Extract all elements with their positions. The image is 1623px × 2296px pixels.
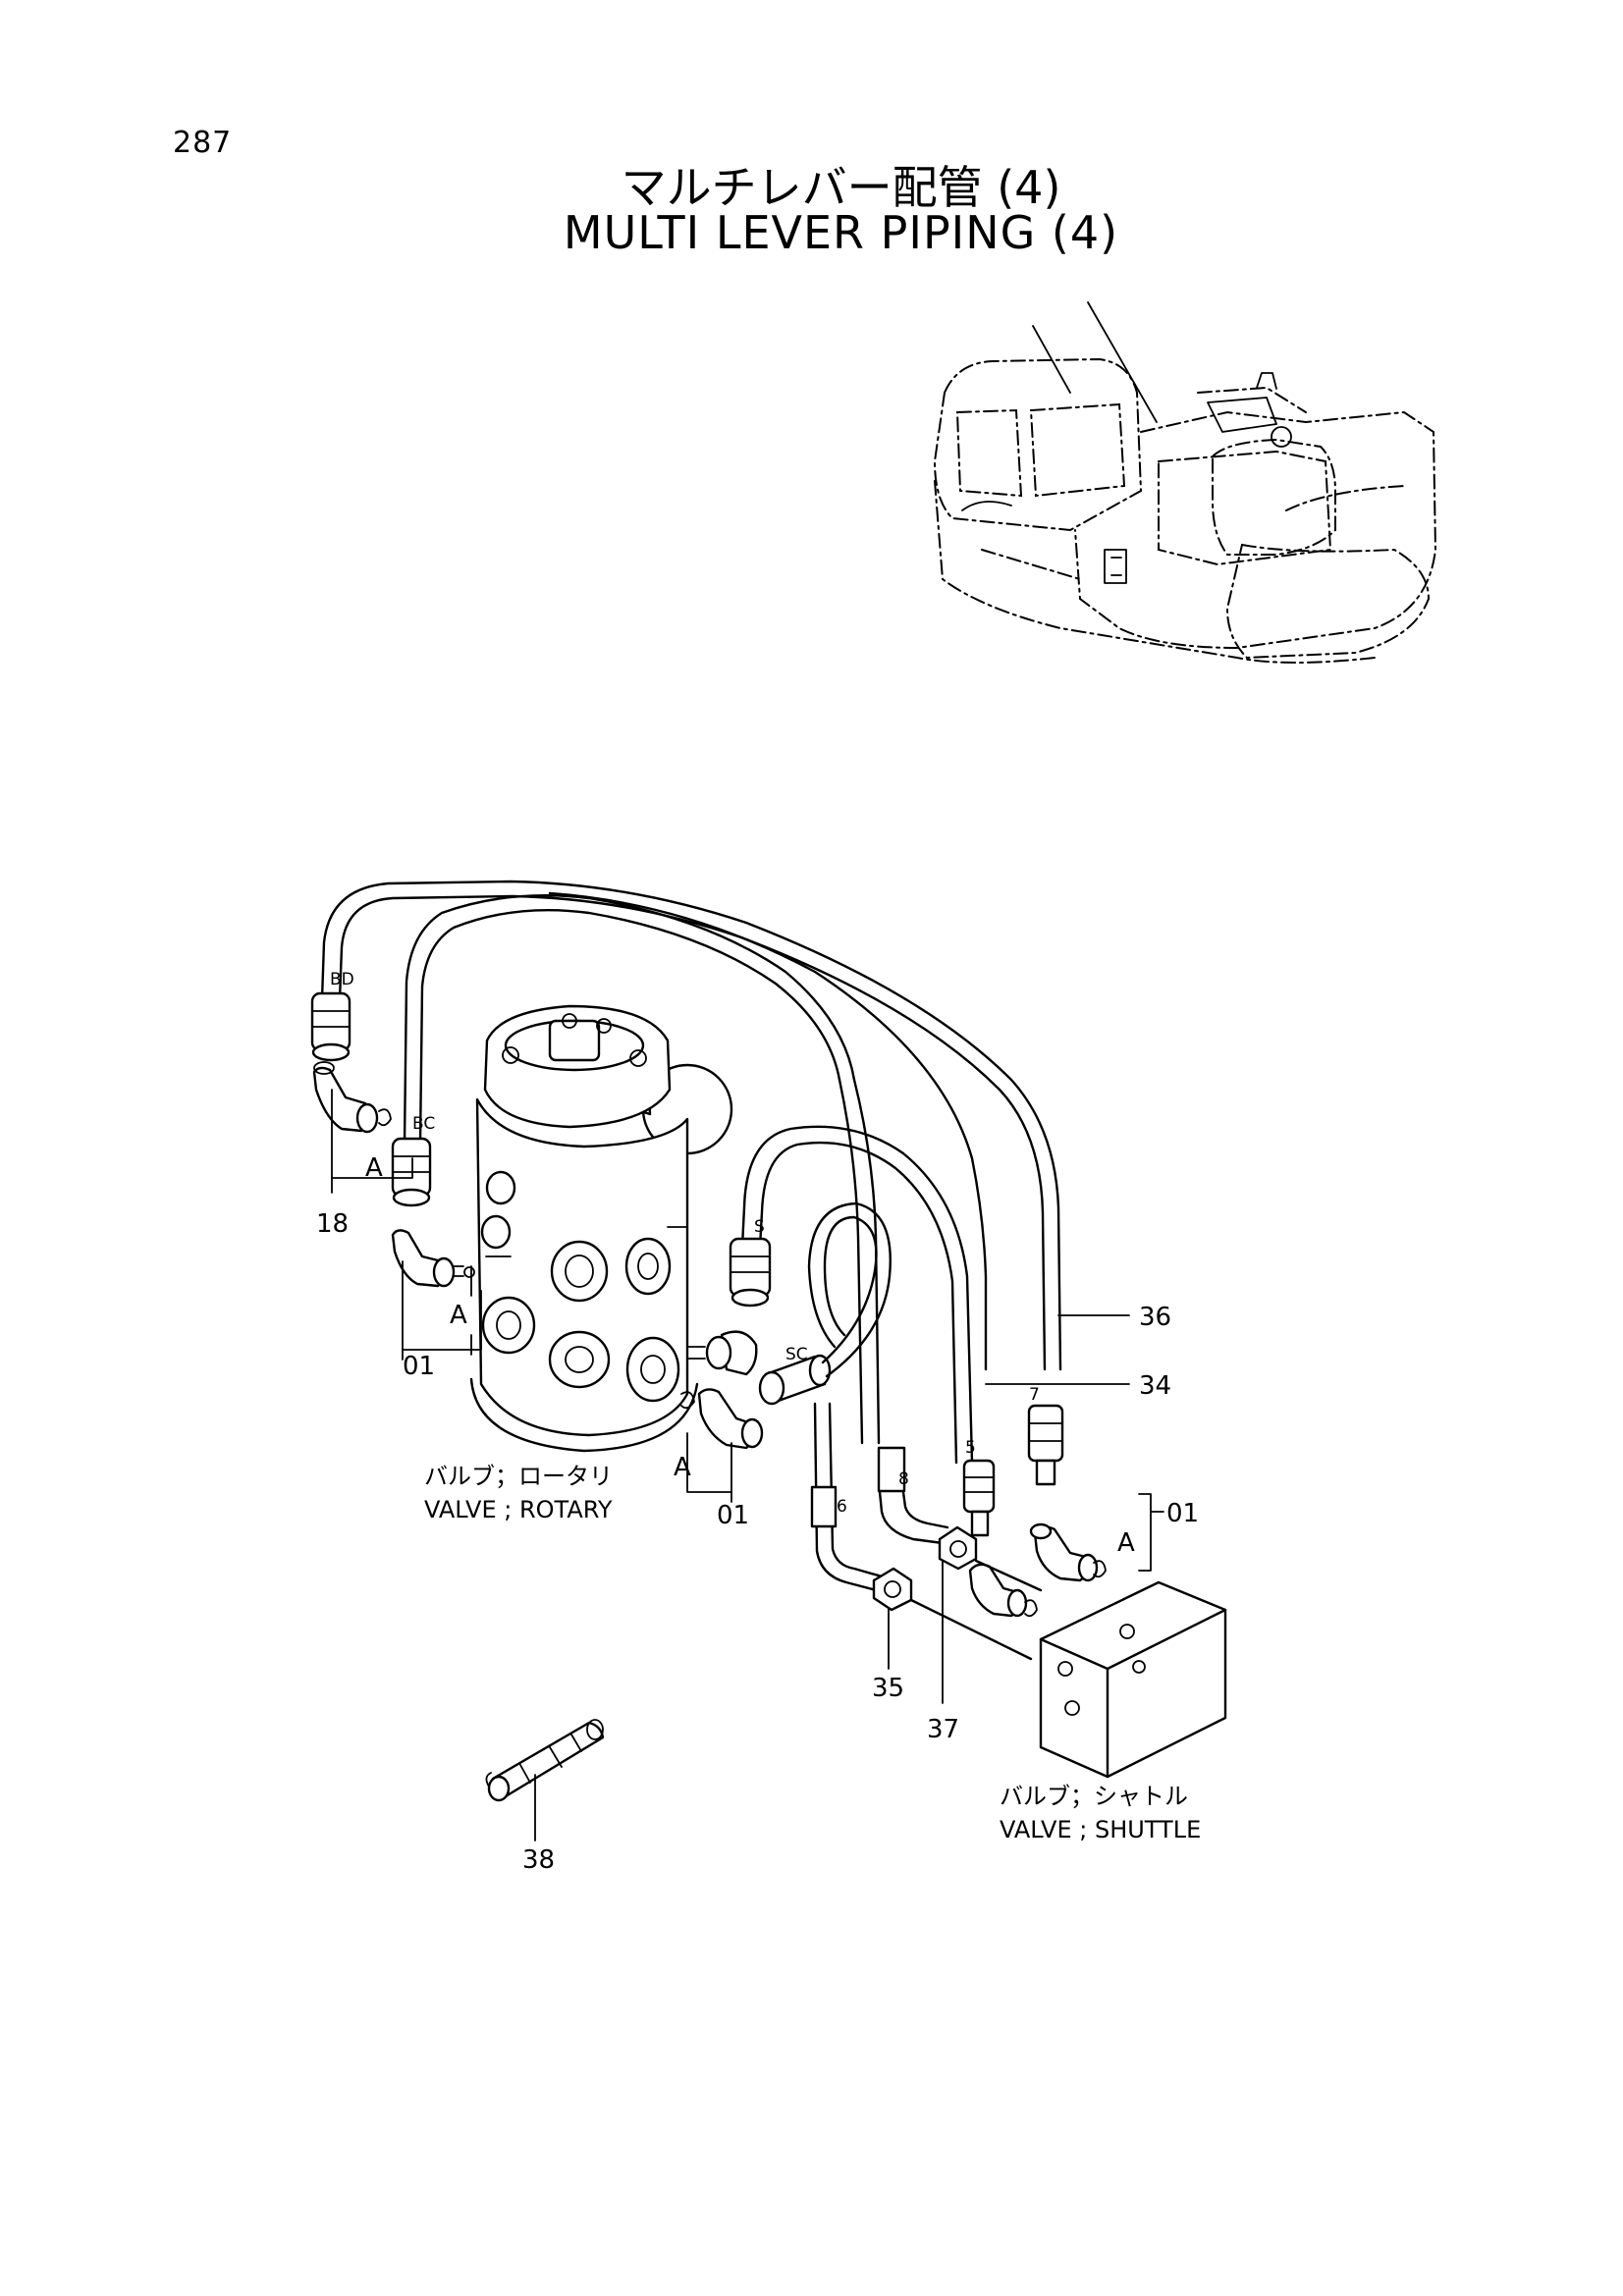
page-number: 287 — [173, 126, 233, 160]
shuttle-valve — [1039, 1580, 1227, 1779]
detail-mark-a: A — [1117, 1528, 1135, 1558]
port-label-7: 7 — [1029, 1385, 1040, 1405]
excavator-locator-illustration — [933, 301, 1437, 664]
detail-mark-a: A — [674, 1453, 691, 1482]
callout-18: 18 — [316, 1209, 349, 1239]
leader-lines — [331, 1089, 1164, 1704]
callout-35: 35 — [872, 1674, 904, 1703]
fittings — [310, 991, 1107, 1661]
port-label-bd: BD — [330, 970, 354, 989]
shuttle-valve-caption-en: VALVE ; SHUTTLE — [1000, 1816, 1201, 1843]
page-title-japanese: マルチレバー配管 (4) — [621, 161, 1061, 214]
detail-mark-a: A — [365, 1153, 383, 1183]
rotary-valve-caption-en: VALVE ; ROTARY — [424, 1496, 613, 1523]
callout-37: 37 — [927, 1715, 959, 1744]
port-label-sc: SC — [785, 1345, 808, 1364]
callout-01-right: 01 — [1166, 1499, 1199, 1528]
callout-38: 38 — [522, 1845, 555, 1875]
rotary-valve — [469, 1004, 733, 1453]
port-label-bc: BC — [412, 1114, 435, 1134]
page-title-english: MULTI LEVER PIPING (4) — [563, 206, 1119, 259]
hose-group — [320, 880, 1062, 1465]
rotary-valve-caption-jp: バルブ；ロータリ — [424, 1463, 613, 1490]
port-label-6: 6 — [837, 1497, 847, 1517]
part-38-pipe — [485, 1719, 605, 1842]
port-label-5: 5 — [965, 1438, 976, 1458]
shuttle-valve-caption-jp: バルブ；シャトル — [1000, 1783, 1188, 1810]
callout-34: 34 — [1139, 1371, 1171, 1401]
port-label-s: S — [754, 1217, 765, 1237]
port-label-8: 8 — [898, 1469, 909, 1489]
callout-01-mid: 01 — [717, 1501, 749, 1530]
callout-01-left: 01 — [403, 1352, 435, 1381]
detail-mark-a: A — [450, 1301, 467, 1330]
callout-36: 36 — [1139, 1303, 1171, 1332]
